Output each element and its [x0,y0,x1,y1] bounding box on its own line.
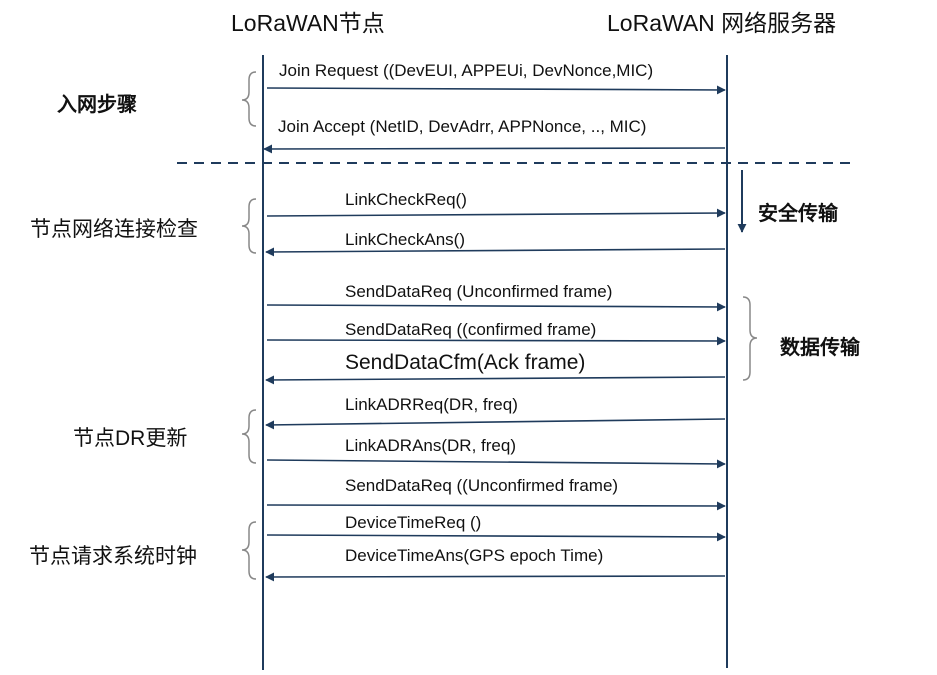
message-label: LinkCheckAns() [345,230,465,249]
message-label: SendDataReq (Unconfirmed frame) [345,282,613,301]
message-label: Join Accept (NetID, DevAdrr, APPNonce, .… [278,117,647,136]
message-arrow [265,247,726,257]
message-label: LinkCheckReq() [345,190,467,209]
brace-join [241,71,257,127]
message-label: DeviceTimeAns(GPS epoch Time) [345,546,604,565]
message-label: Join Request ((DevEUI, APPEUi, DevNonce,… [279,61,654,80]
message-arrow [263,144,726,154]
message-arrow [265,572,726,582]
message-label: SendDataReq ((confirmed frame) [345,320,597,339]
secure-transmission-label: 安全传输 [758,203,838,225]
message-label: LinkADRReq(DR, freq) [345,395,518,414]
brace-link-check [241,198,257,254]
message-arrow [266,501,726,511]
link-check-label: 节点网络连接检查 [30,218,198,241]
message-arrow [266,459,726,469]
message-arrow [266,85,726,95]
message-arrow [266,336,726,346]
message-arrow [265,418,726,430]
time-request-label: 节点请求系统时钟 [29,545,197,568]
message-label: LinkADRAns(DR, freq) [345,436,516,455]
message-label: SendDataCfm(Ack frame) [345,351,586,374]
message-label: SendDataReq ((Unconfirmed frame) [345,476,619,495]
node-participant-title: LoRaWAN节点 [231,10,385,36]
brace-dr-update [241,409,257,464]
brace-data [742,296,758,381]
brace-time-request [241,521,257,580]
server-participant-title: LoRaWAN 网络服务器 [607,10,837,36]
join-steps-label: 入网步骤 [57,94,137,116]
message-arrow [265,375,726,385]
message-arrow [266,532,726,542]
data-transmission-label: 数据传输 [780,337,860,359]
dr-update-label: 节点DR更新 [73,427,188,450]
message-label: DeviceTimeReq () [345,513,482,532]
message-arrow [266,302,726,312]
message-arrow [266,208,726,218]
